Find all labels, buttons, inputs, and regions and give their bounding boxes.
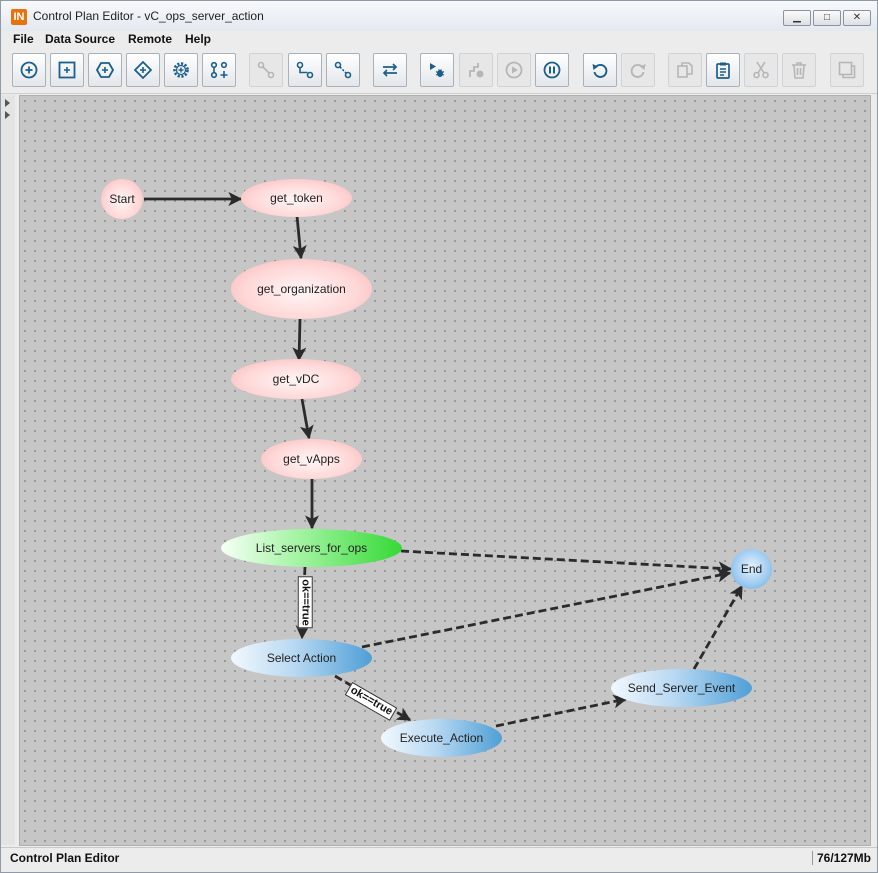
edge-list-servers-end[interactable] (400, 549, 733, 576)
toolbar (1, 49, 877, 94)
add-decision-node-button[interactable] (126, 53, 160, 87)
add-branch-button[interactable] (202, 53, 236, 87)
side-panel-toggle[interactable] (1, 95, 15, 845)
add-start-node-icon (20, 61, 38, 79)
play-button[interactable] (497, 53, 531, 87)
connect-condition-button[interactable] (288, 53, 322, 87)
menu-file[interactable]: File (13, 32, 34, 46)
edge-select-action-end[interactable] (361, 568, 732, 649)
copy-icon (677, 62, 693, 78)
add-action-node-icon (58, 61, 76, 79)
title-bar[interactable]: IN Control Plan Editor - vC_ops_server_a… (1, 1, 877, 31)
maximize-icon: □ (823, 12, 831, 23)
add-hexagon-node-button[interactable] (88, 53, 122, 87)
window-button[interactable] (830, 53, 864, 87)
add-action-node-button[interactable] (50, 53, 84, 87)
node-start[interactable]: Start (101, 179, 143, 219)
cut-icon (753, 61, 769, 79)
pause-icon (543, 61, 561, 79)
close-button[interactable]: ✕ (843, 10, 871, 26)
node-get-vdc[interactable]: get_vDC (231, 359, 361, 399)
debug-run-icon (430, 63, 445, 78)
node-send-server-event[interactable]: Send_Server_Event (611, 669, 752, 707)
maximize-button[interactable]: □ (813, 10, 841, 26)
connect-dashed-button[interactable] (326, 53, 360, 87)
connect-dashed-icon (334, 61, 352, 79)
node-execute-action[interactable]: Execute_Action (381, 719, 502, 757)
swap-icon (382, 63, 398, 77)
undo-icon (592, 64, 608, 78)
pause-button[interactable] (535, 53, 569, 87)
node-get-vapps[interactable]: get_vApps (261, 439, 362, 479)
add-branch-icon (210, 61, 228, 79)
menu-remote[interactable]: Remote (128, 32, 173, 46)
debug-run-button[interactable] (420, 53, 454, 87)
redo-icon (630, 64, 646, 78)
paste-icon (716, 62, 730, 79)
status-text: Control Plan Editor (10, 851, 120, 865)
minimize-button[interactable]: ▁ (783, 10, 811, 26)
node-list-servers-for-ops[interactable]: List_servers_for_ops (221, 529, 402, 567)
edge-execute-action-send-server-event[interactable] (495, 694, 628, 728)
minimize-icon: ▁ (793, 12, 801, 23)
edge-get-vdc-get-vapps[interactable] (299, 398, 314, 440)
memory-usage: 76/127Mb (811, 851, 871, 865)
node-get-organization[interactable]: get_organization (231, 259, 372, 319)
add-hexagon-node-icon (96, 62, 114, 78)
window-title: Control Plan Editor - vC_ops_server_acti… (33, 9, 264, 23)
app-logo-icon: IN (11, 9, 27, 25)
swap-button[interactable] (373, 53, 407, 87)
add-gear-node-button[interactable] (164, 53, 198, 87)
copy-button[interactable] (668, 53, 702, 87)
cut-button[interactable] (744, 53, 778, 87)
paste-button[interactable] (706, 53, 740, 87)
expand-arrow-icon[interactable] (5, 111, 10, 119)
delete-button[interactable] (782, 53, 816, 87)
undo-button[interactable] (583, 53, 617, 87)
play-icon (505, 61, 523, 79)
connect-icon (257, 61, 275, 79)
window-icon (838, 61, 856, 79)
status-bar: Control Plan Editor 76/127Mb (1, 847, 877, 872)
add-gear-node-icon (173, 62, 189, 78)
step-icon (469, 63, 484, 78)
expand-arrow-icon[interactable] (5, 99, 10, 107)
redo-button[interactable] (621, 53, 655, 87)
node-end[interactable]: End (731, 549, 772, 589)
connect-button[interactable] (249, 53, 283, 87)
delete-icon (792, 62, 806, 79)
menu-data-source[interactable]: Data Source (45, 32, 116, 46)
node-get-token[interactable]: get_token (241, 179, 352, 217)
add-start-node-button[interactable] (12, 53, 46, 87)
diagram-edges (144, 192, 744, 728)
node-select-action[interactable]: Select Action (231, 639, 372, 677)
edge-send-server-event-end[interactable] (692, 584, 744, 670)
edge-get-token-get-organization[interactable] (292, 215, 307, 260)
connect-condition-icon (296, 61, 314, 79)
diagram-canvas[interactable]: Start get_token get_organization get_vDC… (19, 95, 871, 846)
menu-bar: File Data Source Remote Help (1, 31, 877, 49)
menu-help[interactable]: Help (185, 32, 212, 46)
edge-get-organization-get-vdc[interactable] (292, 318, 307, 362)
close-icon: ✕ (852, 12, 862, 23)
edge-label-list-to-select[interactable]: ok==true (297, 576, 313, 629)
step-button[interactable] (459, 53, 493, 87)
add-decision-node-icon (134, 61, 152, 79)
